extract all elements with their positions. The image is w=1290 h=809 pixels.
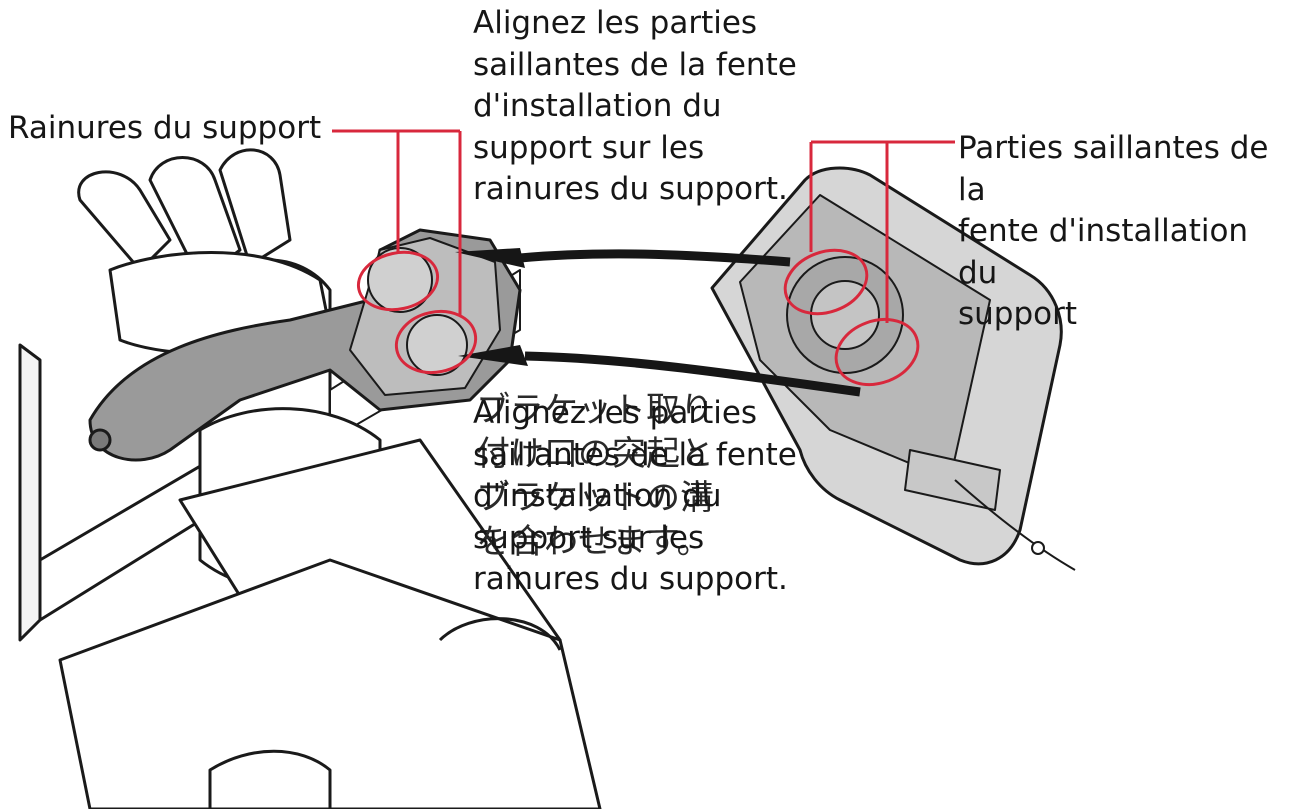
instruction-text-top: Alignez les parties saillantes de la fen…	[473, 5, 797, 207]
bike-computer-device	[710, 166, 1076, 571]
protrusion-callout	[783, 140, 955, 386]
bracket-grooves-label: Rainures du support	[8, 110, 322, 146]
out-front-bracket	[88, 228, 522, 462]
mount-protrusions-label: Parties saillantes de la fente d'install…	[958, 130, 1269, 332]
protrusion-circle-lower	[834, 318, 920, 386]
instruction-text-japanese: ブラケット取り 付け口の突起と ブラケットの溝 を合わせます。	[476, 390, 714, 562]
alignment-arrows	[455, 248, 861, 397]
instruction-text-overlapping: Alignez les parties saillantes de la fen…	[473, 395, 797, 597]
stem	[58, 407, 602, 809]
groove-callout	[332, 129, 478, 375]
callout-marks	[332, 129, 955, 386]
groove-circle-lower	[394, 309, 478, 375]
groove-circle-upper	[356, 250, 440, 312]
protrusion-circle-upper	[783, 248, 869, 316]
